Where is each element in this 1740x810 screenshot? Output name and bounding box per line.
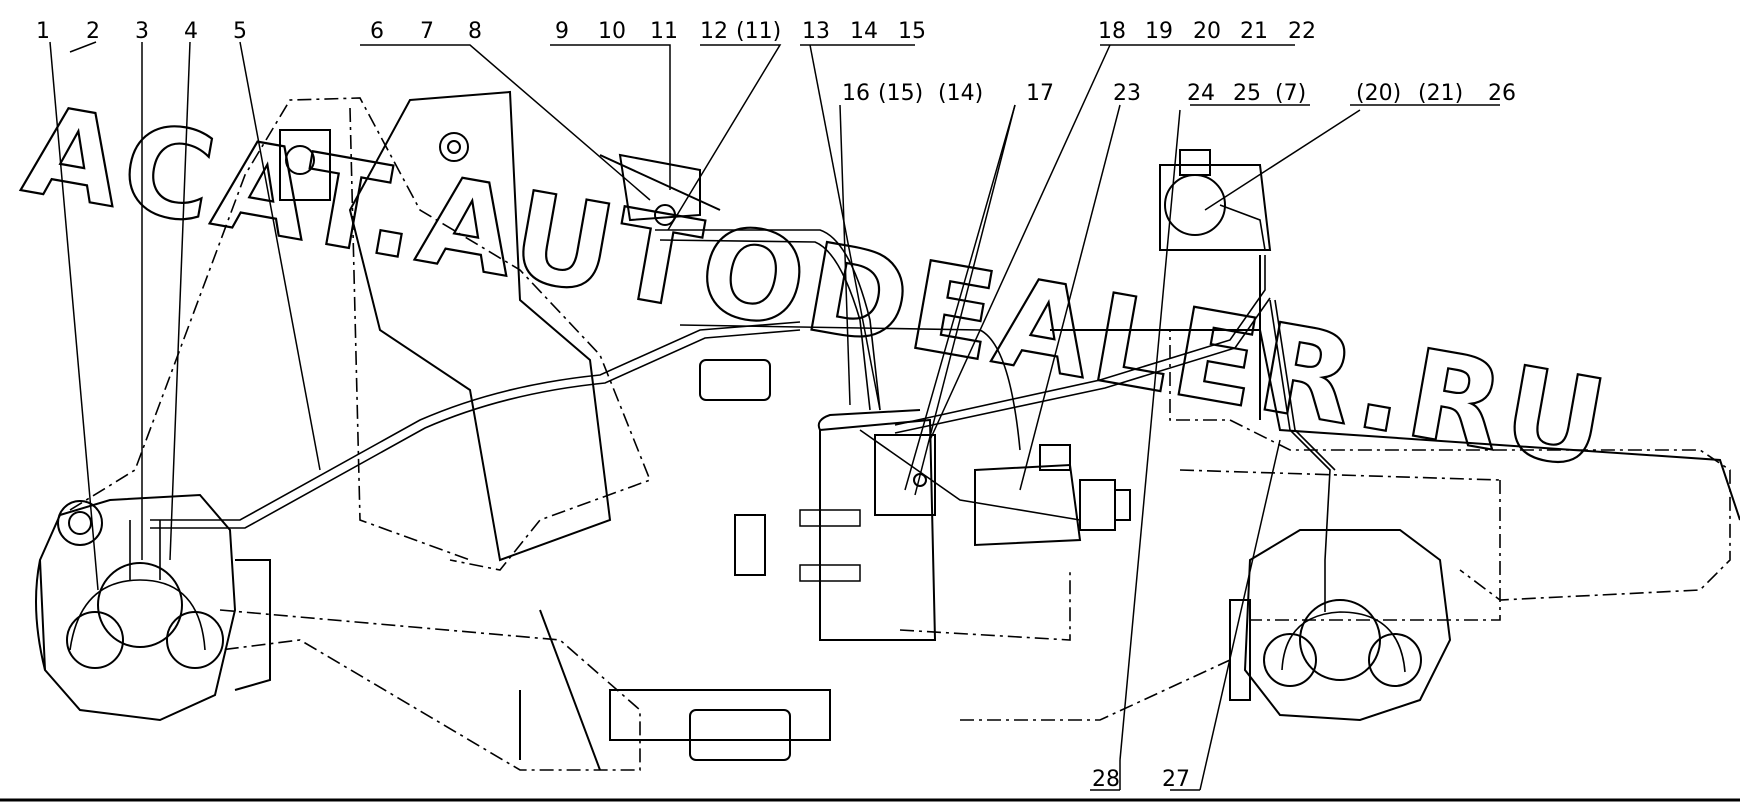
callout: 3 [135,19,149,44]
callout: 11 [650,19,678,44]
callout: 26 [1488,81,1516,106]
front-frame-outline [69,90,831,771]
callout: 12 [700,19,728,44]
callout: 9 [555,19,569,44]
rear-axle [1229,529,1452,722]
callout: 13 [802,19,830,44]
booster-pump [899,444,1131,641]
brake-pipes [150,204,1336,561]
front-axle [35,493,271,722]
callout: 22 [1288,19,1316,44]
callout: 4 [184,19,198,44]
callout: 6 [370,19,384,44]
callout: 15 [898,19,926,44]
callout: (11) [736,19,781,44]
watermark-text: ACAT.AUTODEALER.RU [15,79,1620,497]
callout: (7) [1275,81,1306,106]
callout: 5 [233,19,247,44]
callouts-top: 1 2 3 4 5 6 7 8 9 10 11 12 (11) 13 14 15… [36,19,1316,44]
callout: 14 [850,19,878,44]
leader-lines [49,41,1500,791]
callout: 16 [842,81,870,106]
callout: 19 [1145,19,1173,44]
callout: 20 [1193,19,1221,44]
callout: (20) [1356,81,1401,106]
callout: 21 [1240,19,1268,44]
callout: 17 [1026,81,1054,106]
air-tank [799,409,937,641]
callout: 23 [1113,81,1141,106]
callout: 1 [36,19,50,44]
callout: 28 [1092,767,1120,792]
callout: 10 [598,19,626,44]
callout: 25 [1233,81,1261,106]
callout: (15) [878,81,923,106]
rear-frame-outline [960,149,1740,721]
callouts-second-row: 16 (15) (14) 17 23 24 25 (7) (20) (21) 2… [842,81,1516,106]
callout: (21) [1418,81,1463,106]
callout: (14) [938,81,983,106]
callout: 27 [1162,767,1190,792]
callout: 7 [420,19,434,44]
callout: 18 [1098,19,1126,44]
callout: 24 [1187,81,1215,106]
callout: 8 [468,19,482,44]
brake-pedal-valve [599,153,721,226]
callouts-bottom: 28 27 [1092,767,1190,792]
callout: 2 [86,19,100,44]
